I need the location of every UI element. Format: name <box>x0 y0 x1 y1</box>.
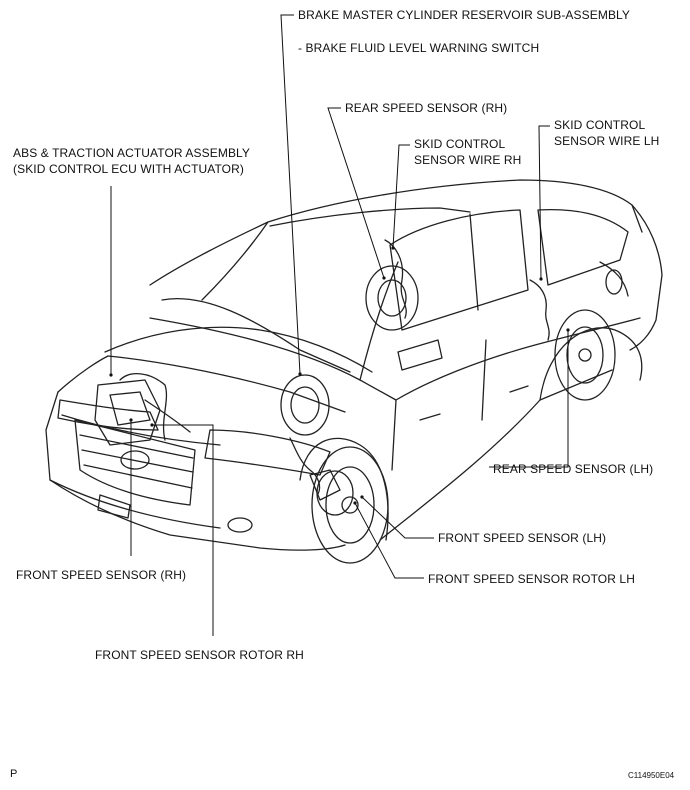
label-skid-wire-lh-line1: SKID CONTROL <box>554 118 646 132</box>
label-front-speed-sensor-lh: FRONT SPEED SENSOR (LH) <box>438 531 607 545</box>
label-front-speed-sensor-rh: FRONT SPEED SENSOR (RH) <box>16 568 187 582</box>
label-rear-speed-sensor-rh: REAR SPEED SENSOR (RH) <box>345 101 508 115</box>
label-skid-wire-rh-line1: SKID CONTROL <box>414 137 506 151</box>
leader-lines <box>110 14 569 636</box>
label-abs-actuator-line1: ABS & TRACTION ACTUATOR ASSEMBLY <box>13 146 251 160</box>
figure-id: C114950E04 <box>628 771 675 780</box>
label-front-speed-sensor-rotor-rh: FRONT SPEED SENSOR ROTOR RH <box>95 648 304 662</box>
label-skid-wire-lh-line2: SENSOR WIRE LH <box>554 134 660 148</box>
label-fluid-level-switch: - BRAKE FLUID LEVEL WARNING SWITCH <box>298 41 540 55</box>
car-body-drawing <box>46 180 662 563</box>
label-abs-actuator-line2: (SKID CONTROL ECU WITH ACTUATOR) <box>13 162 244 176</box>
leader-endpoints <box>109 246 570 505</box>
label-front-speed-sensor-rotor-lh: FRONT SPEED SENSOR ROTOR LH <box>428 572 635 586</box>
label-skid-wire-rh-line2: SENSOR WIRE RH <box>414 153 522 167</box>
page-mark: P <box>10 768 18 780</box>
label-reservoir: BRAKE MASTER CYLINDER RESERVOIR SUB-ASSE… <box>298 8 631 22</box>
label-rear-speed-sensor-lh: REAR SPEED SENSOR (LH) <box>493 462 654 476</box>
